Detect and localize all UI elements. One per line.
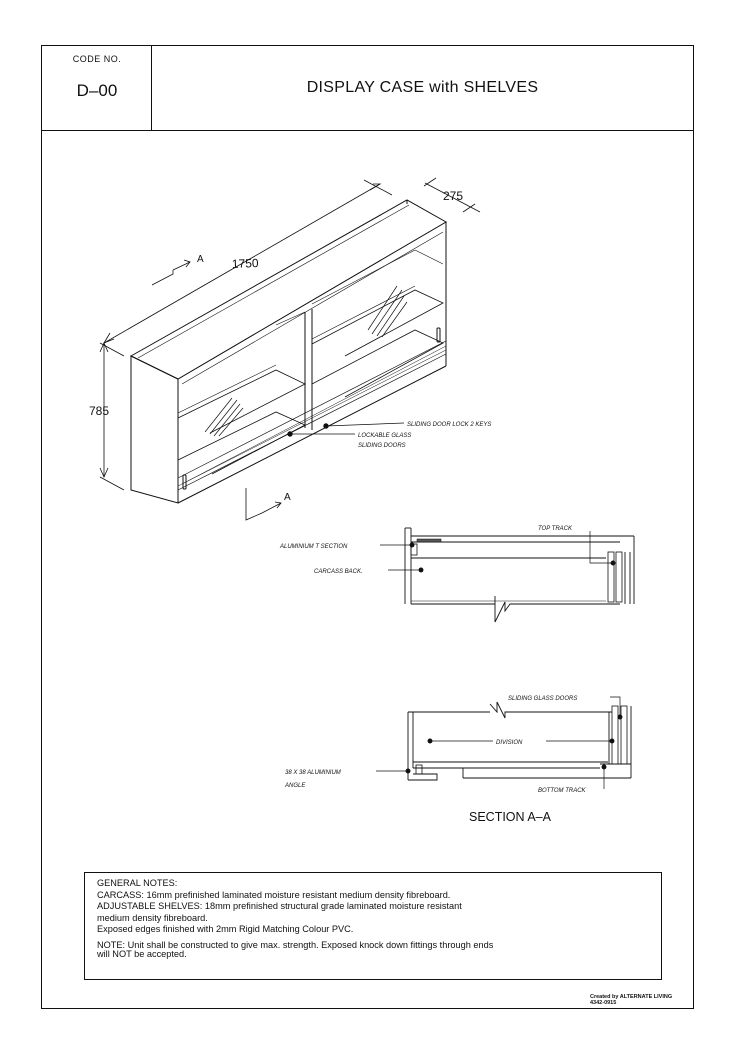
notes-line-3: medium density fibreboard. (97, 912, 208, 923)
dimension-depth (423, 177, 481, 213)
notes-line-5: NOTE: Unit shall be constructed to give … (97, 939, 494, 950)
notes-heading: GENERAL NOTES: (97, 878, 178, 888)
code-value: D–00 (76, 81, 118, 100)
drawing-title: DISPLAY CASE with SHELVES (306, 79, 539, 96)
callout-glass-line2: SLIDING DOORS (358, 443, 406, 449)
section-marker-bottom (245, 488, 282, 521)
door-handle-right (436, 327, 441, 343)
label-angle-line1: 38 X 38 ALUMINIUM (285, 770, 341, 776)
label-bottom-track: BOTTOM TRACK (538, 788, 587, 794)
section-mark-bottom: A (284, 492, 291, 503)
credit-line-2: 4342-0915 (590, 1000, 617, 1006)
label-top-track: TOP TRACK (538, 526, 573, 532)
label-carcass-back: CARCASS BACK. (314, 569, 363, 575)
label-aluminium-t: ALUMINIUM T SECTION (279, 544, 348, 550)
shelf-left-1 (177, 369, 306, 434)
drawing-sheet: CODE NO. D–00 DISPLAY CASE with SHELVES (41, 45, 694, 1009)
credit-line-1: Created by ALTERNATE LIVING (590, 994, 673, 1000)
notes-line-2: ADJUSTABLE SHELVES: 18mm prefinished str… (97, 901, 462, 911)
section-top-detail (380, 527, 635, 623)
section-mark-top: A (197, 254, 204, 265)
case-front-face (130, 355, 179, 504)
callout-glass-line1: LOCKABLE GLASS (358, 433, 411, 439)
shelf-right-1 (311, 289, 444, 357)
general-notes: GENERAL NOTES: CARCASS: 16mm prefinished… (84, 872, 662, 980)
dim-height-label: 785 (89, 404, 109, 418)
callout-door-lock: SLIDING DOOR LOCK 2 KEYS (407, 422, 491, 428)
door-handle-left (182, 474, 187, 490)
dim-depth-label: 275 (443, 189, 463, 203)
case-top (129, 199, 448, 380)
shelf-left-2 (177, 411, 306, 475)
notes-line-6: will NOT be accepted. (97, 948, 187, 959)
notes-line-1: CARCASS: 16mm prefinished laminated mois… (97, 889, 451, 900)
shelf-right-2 (311, 329, 444, 398)
label-angle-line2: ANGLE (284, 783, 306, 789)
section-title: SECTION A–A (469, 810, 552, 824)
dimension-height (99, 342, 125, 491)
section-bottom-detail (376, 696, 632, 789)
section-marker-top (151, 259, 191, 286)
callout-leaders-iso (290, 422, 405, 435)
credit-block: Created by ALTERNATE LIVING 4342-0915 (590, 994, 694, 1006)
isometric-case (129, 199, 448, 504)
notes-line-4: Exposed edges finished with 2mm Rigid Ma… (97, 924, 354, 934)
glass-reflection-right (367, 285, 408, 338)
title-box: DISPLAY CASE with SHELVES (152, 46, 693, 131)
label-sliding-glass: SLIDING GLASS DOORS (508, 696, 577, 702)
label-division: DIVISION (496, 740, 523, 746)
code-box: CODE NO. D–00 (42, 46, 152, 131)
code-label: CODE NO. (72, 54, 122, 64)
glass-reflection-left (204, 397, 244, 437)
dim-length-label: 1750 (232, 256, 259, 271)
